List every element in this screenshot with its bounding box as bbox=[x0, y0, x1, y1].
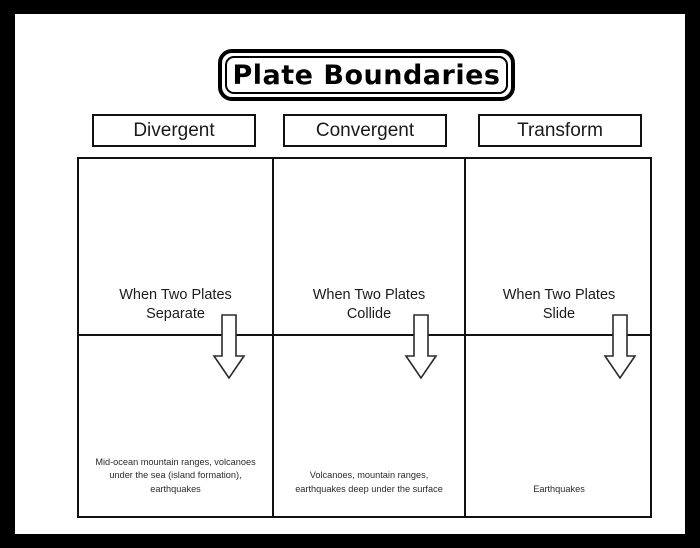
results-text: Mid-ocean mountain ranges, volcanoes und… bbox=[95, 456, 256, 494]
column-header-label: Divergent bbox=[133, 120, 215, 141]
cell-transform-definition: When Two Plates Slide bbox=[466, 159, 652, 334]
cell-divergent-definition: When Two Plates Separate bbox=[79, 159, 272, 334]
definition-line-2: Collide bbox=[346, 305, 392, 322]
results-text: Volcanoes, mountain ranges, earthquakes … bbox=[295, 470, 443, 494]
cell-transform-results: Earthquakes bbox=[466, 336, 652, 518]
cell-convergent-definition: When Two Plates Collide bbox=[274, 159, 464, 334]
column-header-divergent: Divergent bbox=[92, 114, 256, 147]
column-header-label: Transform bbox=[517, 120, 603, 141]
column-divider bbox=[272, 159, 274, 516]
definition-text: When Two Plates Slide bbox=[466, 286, 652, 324]
column-header-transform: Transform bbox=[478, 114, 642, 147]
title-plaque: Plate Boundaries bbox=[218, 49, 515, 101]
row-divider bbox=[79, 334, 650, 336]
definition-text: When Two Plates Separate bbox=[79, 286, 272, 324]
page-title: Plate Boundaries bbox=[232, 59, 501, 91]
definition-line-2: Slide bbox=[542, 305, 576, 322]
title-plaque-inner: Plate Boundaries bbox=[225, 56, 508, 94]
definition-line-1: When Two Plates bbox=[119, 286, 232, 303]
cell-convergent-results: Volcanoes, mountain ranges, earthquakes … bbox=[274, 336, 464, 518]
definition-text: When Two Plates Collide bbox=[274, 286, 464, 324]
column-header-convergent: Convergent bbox=[283, 114, 447, 147]
definition-line-2: Separate bbox=[146, 305, 205, 322]
cell-divergent-results: Mid-ocean mountain ranges, volcanoes und… bbox=[79, 336, 272, 518]
results-text: Earthquakes bbox=[533, 483, 585, 494]
poster-page: Plate Boundaries Divergent Convergent Tr… bbox=[15, 14, 685, 534]
comparison-table: When Two Plates Separate When Two Plates… bbox=[77, 157, 652, 518]
column-divider bbox=[464, 159, 466, 516]
definition-line-1: When Two Plates bbox=[502, 286, 616, 303]
definition-line-1: When Two Plates bbox=[312, 286, 426, 303]
column-header-label: Convergent bbox=[315, 120, 415, 141]
